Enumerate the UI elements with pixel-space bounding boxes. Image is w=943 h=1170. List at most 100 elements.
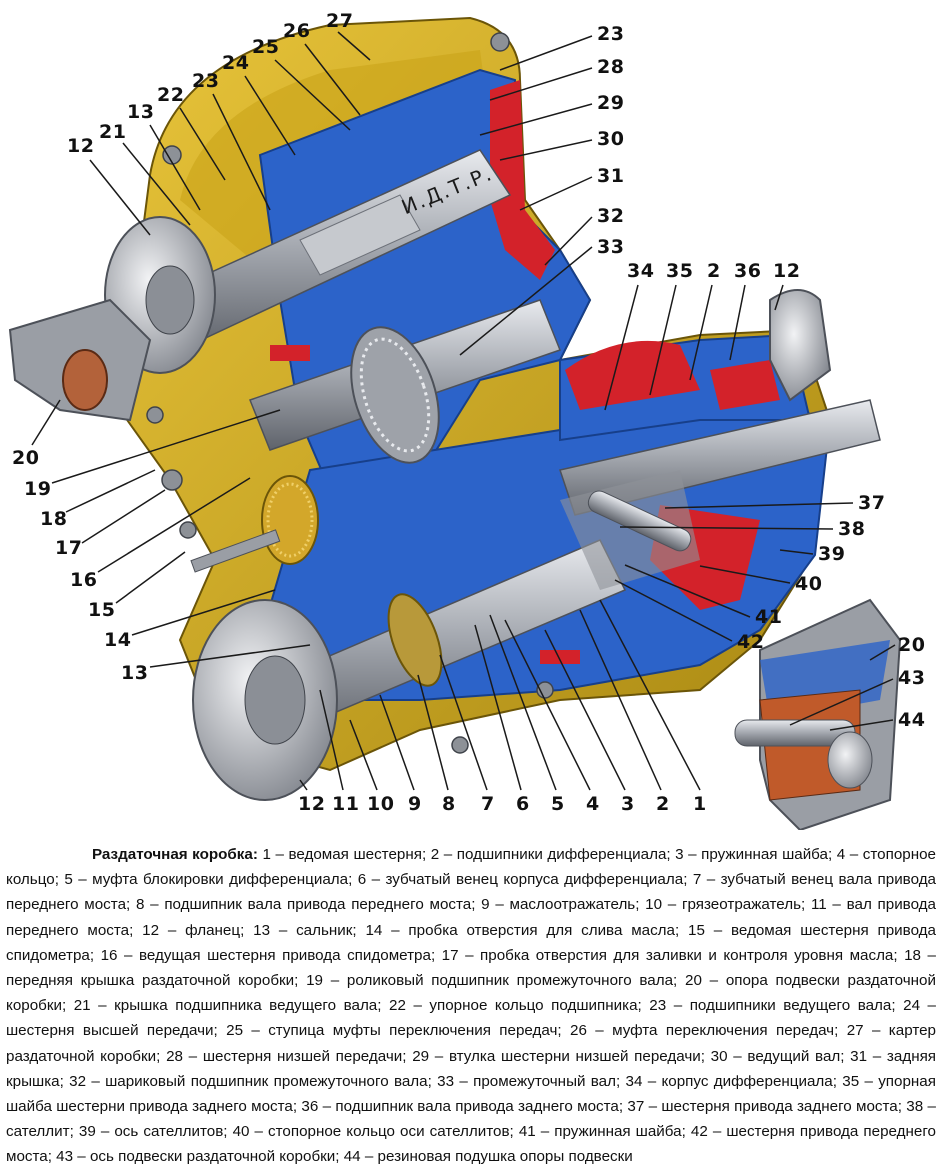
- legend-item-number: 19: [306, 972, 324, 990]
- legend-item-36: 36 – подшипник вала привода заднего мост…: [301, 1098, 627, 1115]
- legend-separator: –: [318, 1098, 336, 1116]
- legend-item-text: подшипники ведущего вала: [689, 997, 892, 1015]
- legend-item-1: 1 – ведомая шестерня;: [262, 846, 430, 863]
- legend-separator: –: [429, 1047, 449, 1065]
- legend-item-number: 28: [166, 1047, 183, 1065]
- legend-item-number: 25: [226, 1022, 244, 1040]
- legend-separator: –: [707, 1123, 727, 1141]
- legend-separator: –: [666, 997, 690, 1015]
- legend-delimiter: ;: [681, 1123, 691, 1141]
- legend-item-number: 14: [365, 921, 383, 939]
- legend-separator: –: [90, 997, 115, 1015]
- legend-separator: –: [454, 1072, 474, 1090]
- legend-separator: –: [86, 1072, 106, 1090]
- legend-item-14: 14 – пробка отверстия для слива масла;: [365, 922, 688, 939]
- suspension-mounts: [8, 298, 902, 830]
- legend-item-30: 30 – ведущий вал;: [711, 1048, 851, 1065]
- callout-label-40: 40: [795, 573, 823, 595]
- legend-delimiter: ;: [54, 871, 65, 889]
- legend-item-text: сателлит: [6, 1123, 70, 1141]
- callout-label-26: 26: [283, 20, 311, 42]
- callout-label-33: 33: [597, 236, 625, 258]
- legend-item-27: 27 – картер раздаточной коробки;: [6, 1022, 936, 1064]
- legend-item-text: задняя крышка: [6, 1047, 937, 1090]
- legend-item-text: корпус дифференциала: [661, 1072, 833, 1090]
- legend-item-number: 18: [904, 946, 922, 964]
- legend-item-text: подшипник вала привода заднего моста: [335, 1098, 619, 1116]
- legend-item-text: ведомая шестерня: [288, 846, 422, 863]
- legend-item-21: 21 – крышка подшипника ведущего вала;: [74, 997, 389, 1014]
- legend-item-37: 37 – шестерня привода заднего моста;: [627, 1098, 906, 1115]
- callout-label-21: 21: [99, 121, 127, 143]
- legend-delimiter: ;: [834, 1022, 847, 1040]
- callout-label-2b: 2: [656, 793, 670, 815]
- legend-delimiter: ;: [427, 1072, 438, 1090]
- legend-delimiter: ;: [348, 871, 358, 889]
- legend-separator: –: [159, 921, 186, 939]
- legend-item-text: пружинная шайба: [554, 1123, 682, 1141]
- legend-item-number: 39: [78, 1123, 96, 1141]
- legend-item-4: 4 – стопорное кольцо;: [6, 846, 936, 888]
- legend-delimiter: ;: [637, 997, 650, 1015]
- legend-separator: –: [923, 1098, 936, 1116]
- legend-item-text: маслоотражатель: [509, 896, 636, 914]
- legend-separator: –: [489, 896, 510, 914]
- legend-separator: –: [826, 896, 847, 914]
- callout-label-3: 3: [621, 793, 635, 815]
- legend-item-8: 8 – подшипник вала привода переднего мос…: [136, 896, 481, 913]
- callout-label-34: 34: [627, 260, 655, 282]
- legend-item-text: шестерня привода заднего моста: [661, 1098, 898, 1116]
- legend-item-19: 19 – роликовый подшипник промежуточного …: [306, 972, 685, 989]
- legend-delimiter: ;: [223, 1123, 233, 1141]
- legend-item-text: сальник: [296, 921, 353, 939]
- legend-item-12: 12 – фланец;: [142, 922, 253, 939]
- legend-item-number: 42: [690, 1123, 708, 1141]
- callout-label-36: 36: [734, 260, 762, 282]
- legend-item-number: 11: [810, 896, 827, 914]
- callout-label-18: 18: [40, 508, 68, 530]
- legend-delimiter: ;: [674, 921, 689, 939]
- legend-item-3: 3 – пружинная шайба;: [675, 846, 837, 863]
- legend-item-text: упорное кольцо подшипника: [429, 997, 638, 1015]
- legend-item-text: крышка подшипника ведущего вала: [114, 997, 378, 1015]
- legend-item-5: 5 – муфта блокировки дифференциала;: [64, 871, 357, 888]
- legend-item-number: 41: [518, 1123, 536, 1141]
- callout-label-25: 25: [252, 36, 280, 58]
- legend-item-number: 40: [232, 1123, 250, 1141]
- legend-separator: –: [323, 972, 347, 990]
- legend-item-text: стопорное кольцо: [6, 846, 936, 889]
- callout-label-12a: 12: [67, 135, 95, 157]
- legend-separator: –: [458, 946, 481, 964]
- callout-label-16: 16: [70, 569, 98, 591]
- legend-delimiter: ;: [683, 871, 693, 889]
- legend-item-number: 30: [710, 1047, 728, 1065]
- legend-item-number: 36: [301, 1098, 319, 1116]
- legend-separator: –: [270, 921, 297, 939]
- legend-separator: –: [704, 921, 731, 939]
- legend-delimiter: ;: [557, 1022, 570, 1040]
- legend-delimiter: ;: [700, 1047, 711, 1065]
- legend-item-number: 20: [685, 972, 702, 990]
- legend-item-24: 24 – шестерня высшей передачи;: [6, 997, 936, 1039]
- legend-separator: –: [72, 871, 93, 889]
- legend-delimiter: ;: [893, 946, 905, 964]
- legend-delimiter: ;: [292, 1098, 302, 1116]
- legend-item-number: 33: [437, 1072, 455, 1090]
- red-section-parts: [270, 80, 780, 664]
- legend-item-number: 15: [688, 921, 705, 939]
- legend-item-25: 25 – ступица муфты переключения передач;: [226, 1022, 570, 1039]
- callout-label-9: 9: [408, 793, 422, 815]
- legend-item-text: вал привода переднего моста: [6, 896, 936, 939]
- legend-separator: –: [727, 1047, 748, 1065]
- callout-label-24: 24: [222, 52, 250, 74]
- callout-label-5: 5: [551, 793, 565, 815]
- speedometer-gear: [190, 475, 319, 573]
- callout-label-29: 29: [597, 92, 625, 114]
- legend-item-39: 39 – ось сателлитов;: [79, 1123, 233, 1140]
- legend-item-text: шестерня высшей передачи: [6, 1022, 214, 1040]
- legend-delimiter: ;: [59, 1072, 70, 1090]
- callout-label-13a: 13: [127, 101, 155, 123]
- legend-delimiter: ;: [213, 1022, 227, 1040]
- legend-delimiter: ;: [89, 946, 101, 964]
- legend-item-text: зубчатый венец вала привода переднего мо…: [6, 871, 936, 914]
